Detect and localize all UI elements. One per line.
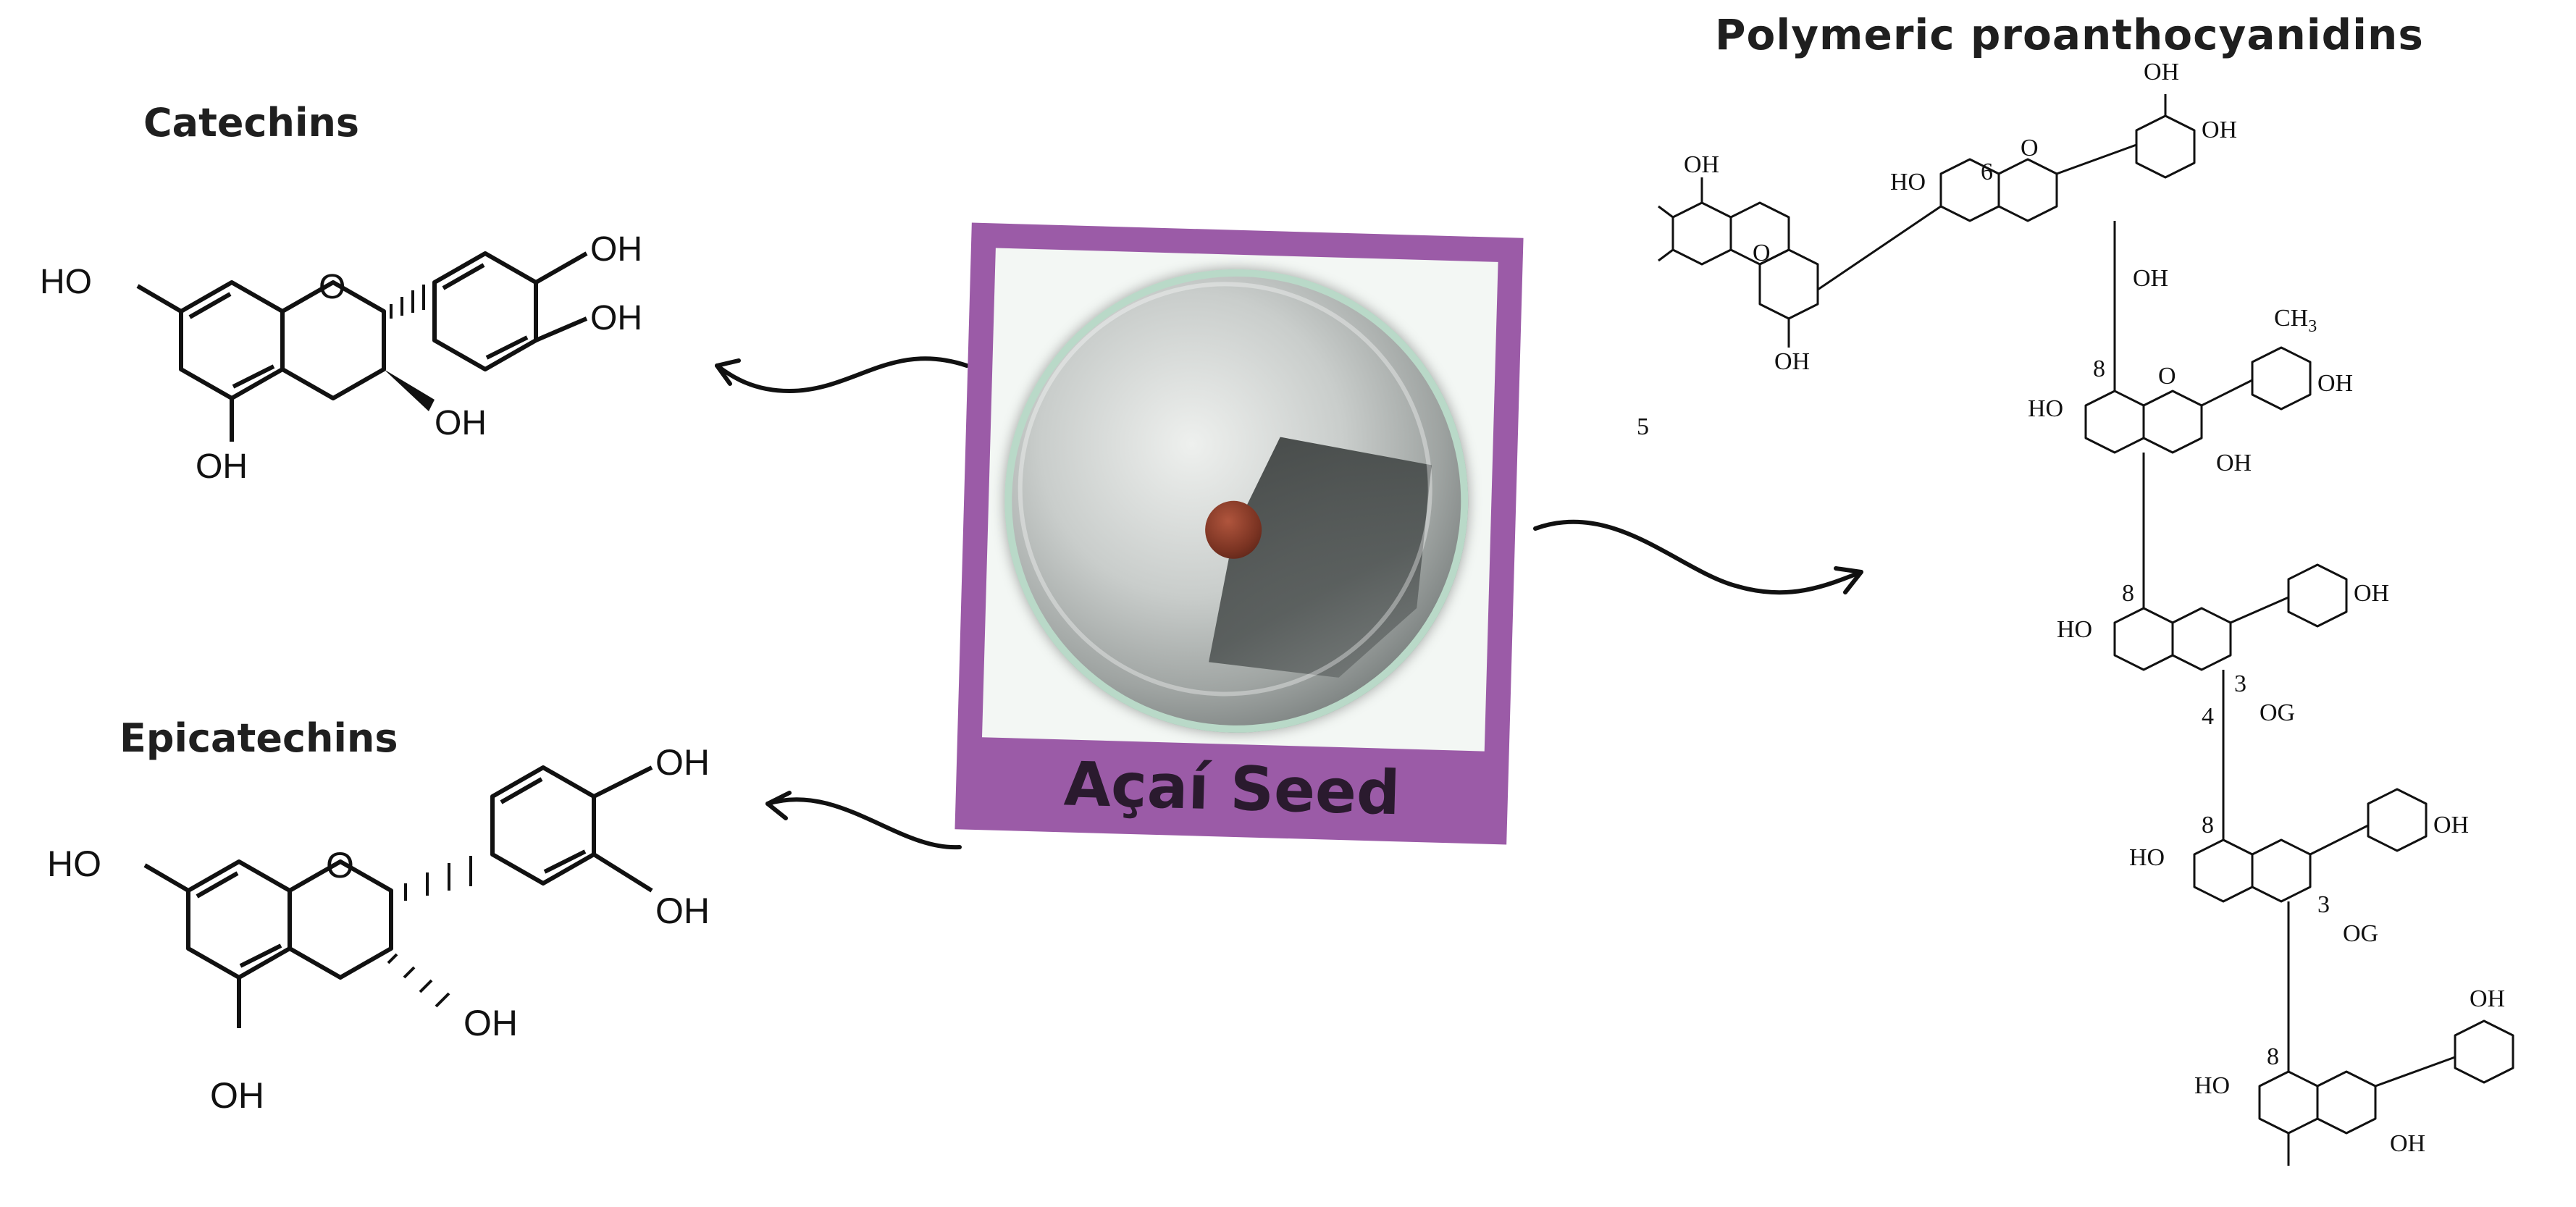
- epicatechin-oh-3: OH: [463, 1003, 518, 1043]
- acai-seed-photo-card: Açaí Seed: [955, 222, 1524, 845]
- poly-ho: HO: [1890, 169, 1926, 195]
- catechin-hashed-bond: [390, 285, 425, 319]
- poly-og: OG: [2343, 920, 2378, 947]
- poly-ho: HO: [2129, 844, 2165, 871]
- poly-n8: 8: [2093, 356, 2105, 382]
- catechin-c-ring: [281, 280, 386, 400]
- poly-oh: OH: [2470, 985, 2505, 1012]
- poly-oh: OH: [2144, 59, 2179, 85]
- poly-o: O: [2021, 135, 2039, 161]
- catechin-o-label: O: [319, 268, 345, 306]
- epicatechin-structure: O OH OH HO OH OH: [47, 742, 710, 1116]
- acai-seed-label: Açaí Seed: [1062, 748, 1401, 829]
- arrow-head-epicatechins: [765, 791, 792, 820]
- poly-n8: 8: [2267, 1043, 2279, 1070]
- poly-oh: OH: [2216, 450, 2252, 476]
- poly-ch3: CH3: [2274, 305, 2317, 336]
- epicatechins-title: Epicatechins: [119, 715, 398, 761]
- poly-oh: OH: [2202, 117, 2237, 143]
- poly-oh: OH: [2390, 1130, 2425, 1157]
- poly-oh: OH: [2317, 370, 2353, 397]
- arrow-to-catechins: [715, 356, 969, 394]
- catechin-structure: O OH OH HO OH OH: [40, 230, 642, 486]
- catechin-oh-top: OH: [590, 230, 642, 269]
- poly-oh: OH: [1684, 151, 1719, 178]
- poly-oh: OH: [1774, 348, 1810, 375]
- poly-o: O: [1753, 240, 1771, 266]
- arrow-to-epicatechins: [765, 797, 962, 850]
- polymer-title: Polymeric proanthocyanidins: [1715, 10, 2424, 59]
- catechin-oh-mid: OH: [590, 299, 642, 337]
- catechins-title: Catechins: [143, 100, 360, 146]
- epicatechin-o-label: O: [326, 845, 354, 886]
- poly-n5: 5: [1637, 413, 1649, 440]
- poly-n3: 3: [2317, 891, 2330, 918]
- catechin-oh-3: OH: [435, 404, 487, 442]
- arrow-head-polymer: [1834, 566, 1863, 594]
- epicatechin-oh-mid: OH: [655, 891, 710, 931]
- catechin-ho-left: HO: [40, 263, 92, 301]
- poly-oh: OH: [2354, 580, 2389, 607]
- poly-n3: 3: [2234, 670, 2246, 697]
- poly-n8: 8: [2122, 580, 2134, 607]
- poly-n4: 4: [2202, 703, 2214, 730]
- poly-n8: 8: [2202, 812, 2214, 838]
- epicatechin-oh-top: OH: [655, 742, 710, 783]
- poly-og: OG: [2260, 699, 2295, 726]
- poly-oh: OH: [2433, 812, 2469, 838]
- poly-ho: HO: [2194, 1072, 2230, 1099]
- poly-oh: OH: [2133, 265, 2168, 292]
- epicatechin-oh-bottom: OH: [210, 1075, 264, 1116]
- poly-ho: HO: [2057, 616, 2092, 643]
- poly-ho: HO: [2028, 395, 2063, 422]
- arrow-head-catechins: [715, 358, 741, 386]
- epicatechin-ho-left: HO: [47, 844, 101, 884]
- poly-n6: 6: [1981, 159, 1993, 185]
- polymer-labels: OH OH O HO 6 O OH OH OH CH3 8 O HO OH OH…: [1637, 59, 2505, 1157]
- poly-o: O: [2158, 363, 2176, 390]
- petri-dish-photo: [982, 248, 1498, 752]
- arrow-to-polymer: [1533, 519, 1863, 595]
- catechin-wedge-bond: [384, 369, 435, 411]
- catechin-oh-bottom: OH: [196, 447, 248, 486]
